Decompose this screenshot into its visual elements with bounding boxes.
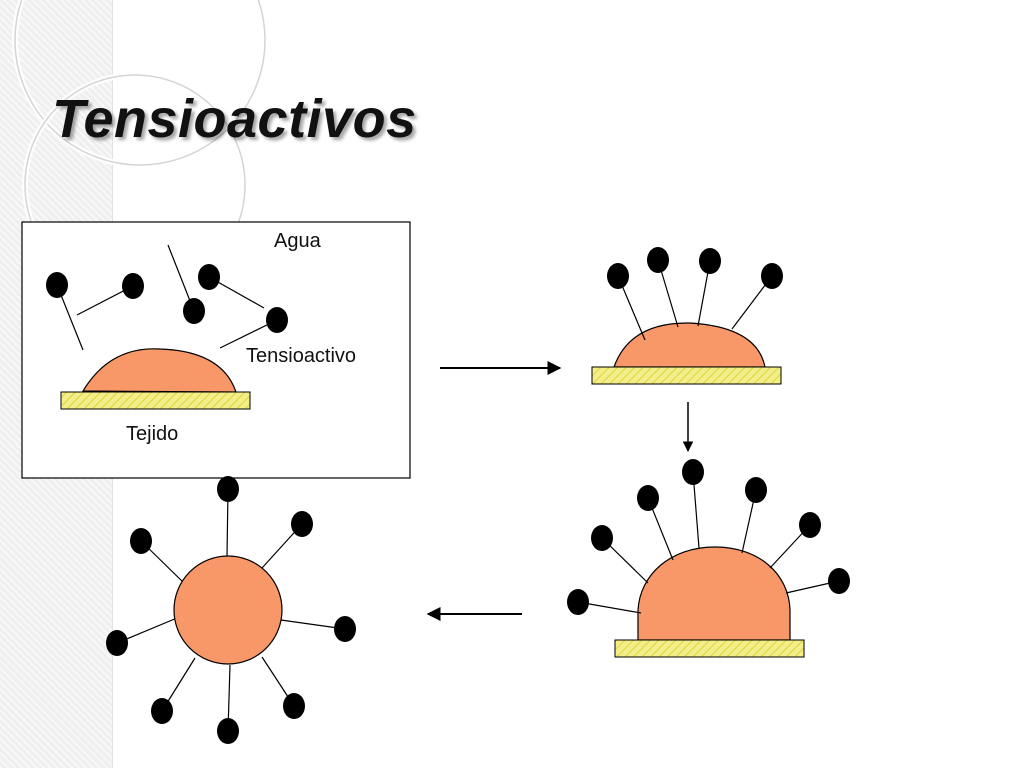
slide-title: Tensioactivos: [52, 89, 417, 149]
surfactant-head: [745, 477, 767, 503]
surfactant-head: [637, 485, 659, 511]
fabric-strip: [614, 639, 805, 658]
surfactant-head: [217, 476, 239, 502]
surfactant-head: [828, 568, 850, 594]
surfactant-head: [106, 630, 128, 656]
surfactant-head: [198, 264, 220, 290]
lifting-surfactant-heads: [567, 459, 850, 615]
panel-initial-state: Agua Tensioactivo Tejido: [21, 221, 411, 479]
surfactant-head: [647, 247, 669, 273]
surfactant-head: [283, 693, 305, 719]
adsorbed-surfactant-heads: [607, 247, 783, 289]
surfactant-head: [183, 298, 205, 324]
soil-drop: [81, 348, 237, 393]
surfactant-head: [334, 616, 356, 642]
soil-dome: [637, 546, 791, 641]
surfactant-head: [761, 263, 783, 289]
fabric-label: Tejido: [126, 423, 178, 445]
surfactant-head: [607, 263, 629, 289]
fabric-strip: [591, 366, 782, 385]
surfactant-head: [122, 273, 144, 299]
panel-border: [21, 221, 411, 479]
surfactant-head: [699, 248, 721, 274]
surfactant-head: [591, 525, 613, 551]
panel-lifting: [567, 459, 850, 658]
surfactant-head: [151, 698, 173, 724]
surfactant-head: [130, 528, 152, 554]
surfactant-head: [266, 307, 288, 333]
panel-adsorption: [591, 247, 783, 385]
surfactant-head: [567, 589, 589, 615]
soil-drop: [613, 322, 766, 368]
surfactant-head: [217, 718, 239, 744]
surfactant-head: [799, 512, 821, 538]
micelle-surfactant-heads: [106, 476, 356, 744]
surfactant-head: [291, 511, 313, 537]
surfactant-head: [682, 459, 704, 485]
surfactant-label: Tensioactivo: [246, 345, 356, 367]
water-label: Agua: [274, 230, 322, 252]
free-surfactant-heads: [46, 264, 288, 333]
fabric-strip: [60, 391, 251, 410]
panel-micelle: [106, 476, 356, 744]
surfactant-head: [46, 272, 68, 298]
soil-micelle-core: [173, 555, 283, 665]
